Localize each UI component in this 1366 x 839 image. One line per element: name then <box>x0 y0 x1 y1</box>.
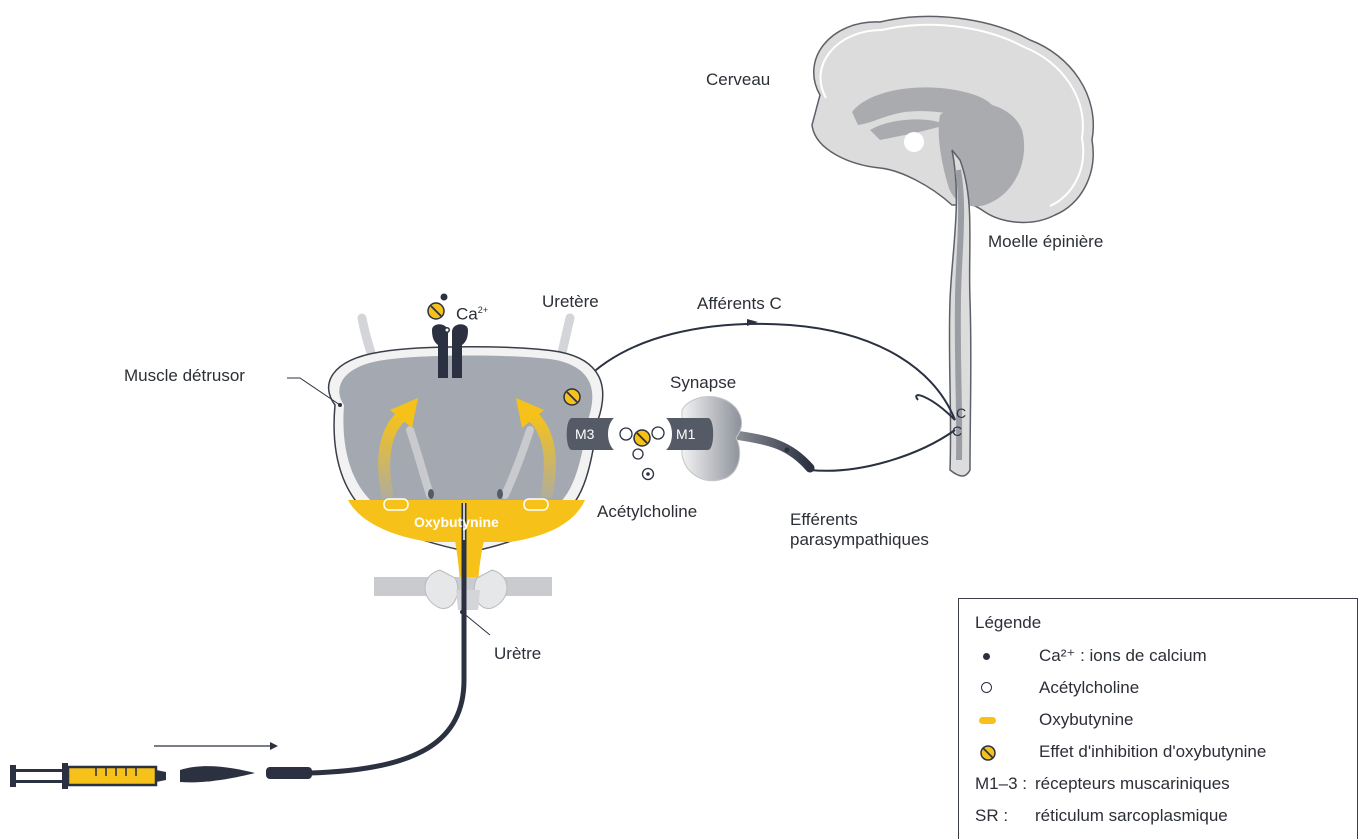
legend-title: Légende <box>975 613 1041 633</box>
afferent-c-nerve <box>572 324 955 420</box>
oxybutynine-pill-icon <box>975 708 1005 732</box>
legend-text-acetylcholine: Acétylcholine <box>1039 678 1139 698</box>
catheter <box>266 503 464 779</box>
calcium-ion-dot <box>441 294 448 301</box>
label-m1: M1 <box>676 424 695 444</box>
label-acetylcholine: Acétylcholine <box>597 502 697 522</box>
label-calcium: Ca2+ <box>456 300 488 325</box>
legend-item-acetylcholine: Acétylcholine <box>959 676 1359 700</box>
legend-code-text: récepteurs muscariniques <box>1035 774 1230 794</box>
label-cerveau: Cerveau <box>706 70 770 90</box>
synapse-inhibition-icon <box>634 430 650 446</box>
legend-item-oxybutynine: Oxybutynine <box>959 708 1359 732</box>
label-efferents-line2: parasympathiques <box>790 530 929 550</box>
legend-code-label: SR : <box>975 806 1008 826</box>
label-moelle-epiniere: Moelle épinière <box>988 232 1103 252</box>
legend-text-calcium: Ca²⁺ : ions de calcium <box>1039 646 1207 666</box>
legend: Légende Ca²⁺ : ions de calcium Acétylcho… <box>958 598 1358 839</box>
calcium-inhibition-icon <box>428 303 444 319</box>
afferent-arrowhead <box>747 319 758 326</box>
label-efferents-line1: Efférents <box>790 510 858 530</box>
label-oxybutynine: Oxybutynine <box>414 512 499 532</box>
label-m3: M3 <box>575 424 594 444</box>
injection-direction-arrow <box>154 742 278 750</box>
calcium-symbol: Ca <box>456 305 478 324</box>
inhibition-icon <box>975 740 1005 764</box>
acetylcholine-ring-icon <box>975 676 1005 700</box>
label-uretre: Urètre <box>494 644 541 664</box>
svg-text:C: C <box>952 423 962 439</box>
legend-item-inhibition: Effet d'inhibition d'oxybutynine <box>959 740 1359 764</box>
legend-code-text: réticulum sarcoplasmique <box>1035 806 1228 826</box>
afferent-inhibition-icon <box>564 389 580 405</box>
legend-code-sr: SR : réticulum sarcoplasmique <box>959 804 1359 828</box>
legend-code-label: M1–3 : <box>975 774 1027 794</box>
efferent-return <box>810 430 955 471</box>
label-synapse: Synapse <box>670 373 736 393</box>
legend-code-m1-3: M1–3 : récepteurs muscariniques <box>959 772 1359 796</box>
label-uretere: Uretère <box>542 292 599 312</box>
label-afferents-c: Afférents C <box>697 294 782 314</box>
legend-text-oxybutynine: Oxybutynine <box>1039 710 1134 730</box>
calcium-charge: 2+ <box>478 305 488 315</box>
legend-text-inhibition: Effet d'inhibition d'oxybutynine <box>1039 742 1266 762</box>
label-muscle-detrusor: Muscle détrusor <box>124 366 245 386</box>
calcium-dot-icon <box>975 644 1005 668</box>
legend-item-calcium: Ca²⁺ : ions de calcium <box>959 644 1359 668</box>
syringe <box>10 763 255 789</box>
efferent-nerve <box>735 435 810 468</box>
svg-text:C: C <box>956 405 966 421</box>
